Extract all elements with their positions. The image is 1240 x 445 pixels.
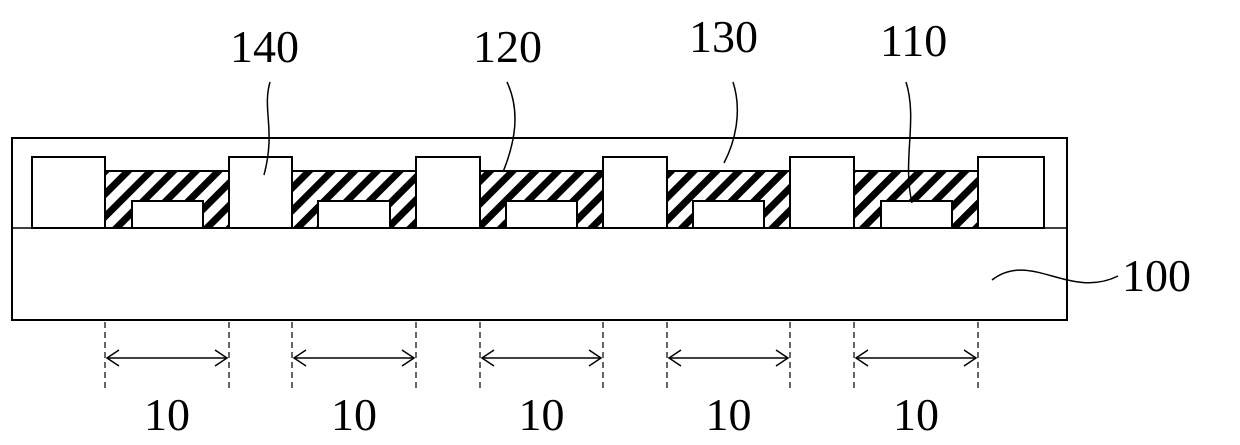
dimension-label: 10 xyxy=(706,389,752,440)
dimension-label: 10 xyxy=(893,389,939,440)
leader-line-130 xyxy=(724,82,737,163)
inner-block xyxy=(693,201,764,228)
inner-block xyxy=(881,201,952,228)
dimension-group: 10 10 10 10 10 xyxy=(105,322,978,440)
label-110: 110 xyxy=(880,15,947,66)
dimension-label: 10 xyxy=(331,389,377,440)
leader-line-100 xyxy=(992,270,1118,283)
label-130: 130 xyxy=(689,11,758,62)
dimension-label: 10 xyxy=(519,389,565,440)
pillar xyxy=(978,157,1044,228)
label-100: 100 xyxy=(1122,250,1191,301)
dimension-label: 10 xyxy=(144,389,190,440)
pillar xyxy=(32,157,105,228)
inner-block xyxy=(318,201,390,228)
leader-line-120 xyxy=(503,82,515,172)
pillar xyxy=(229,157,292,228)
label-120: 120 xyxy=(473,21,542,72)
inner-block xyxy=(132,201,203,228)
inner-block xyxy=(506,201,577,228)
pillar xyxy=(603,157,667,228)
pillar xyxy=(416,157,480,228)
label-140: 140 xyxy=(230,21,299,72)
pillar xyxy=(790,157,854,228)
